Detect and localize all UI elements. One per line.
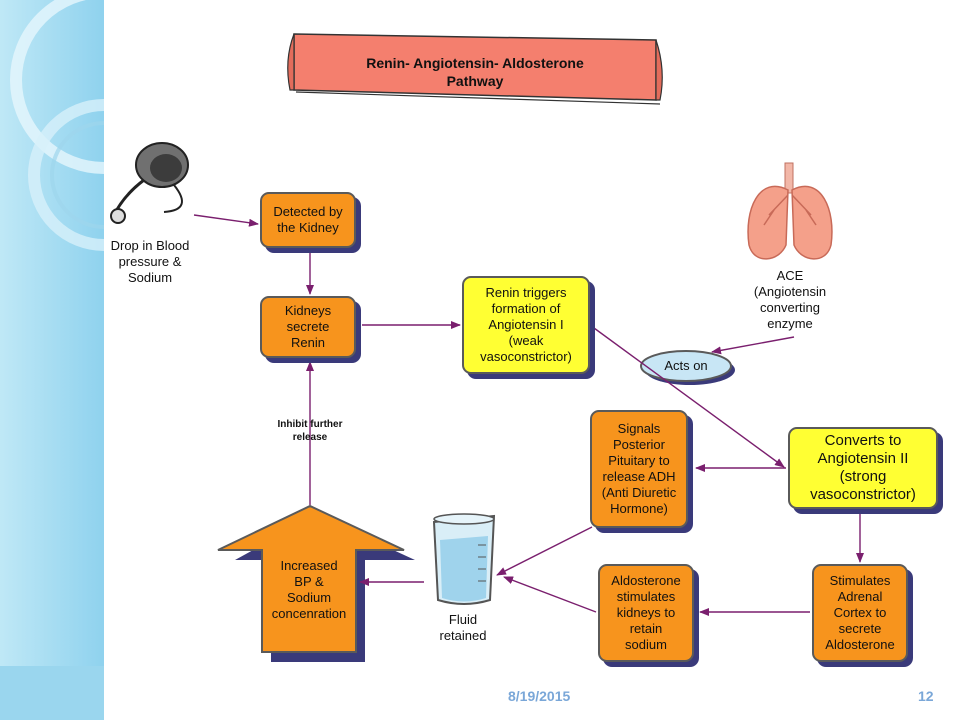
increased-bp-arrow-shape: [217, 504, 415, 662]
arrow-aldosterone-to-fluid: [503, 576, 597, 613]
connectors: [193, 214, 864, 616]
title-banner: [287, 33, 663, 105]
footer-date: 8/19/2015: [508, 688, 571, 704]
diagram-canvas: Renin- Angiotensin- Aldosterone Pathway …: [104, 0, 960, 666]
beaker-icon: [432, 513, 496, 605]
arrow-drop-to-detected: [193, 214, 259, 227]
arrow-ace-to-acts-on: [711, 336, 795, 355]
title-banner-text: Renin- Angiotensin- Aldosterone Pathway: [294, 55, 656, 95]
arrow-signals-to-fluid: [496, 526, 593, 576]
acts-on-label: Acts on: [664, 358, 708, 373]
blood-pressure-cuff-icon: [110, 142, 189, 224]
footer-page-number: 12: [918, 688, 934, 704]
lungs-icon: [747, 162, 833, 260]
line-renin-to-converts: [593, 327, 785, 468]
title-line2: Pathway: [446, 73, 504, 89]
decorative-sidebar: [0, 0, 104, 720]
title-line1: Renin- Angiotensin- Aldosterone: [366, 55, 584, 71]
diagram-svg: [110, 33, 864, 662]
acts-on-oval: [640, 350, 735, 385]
